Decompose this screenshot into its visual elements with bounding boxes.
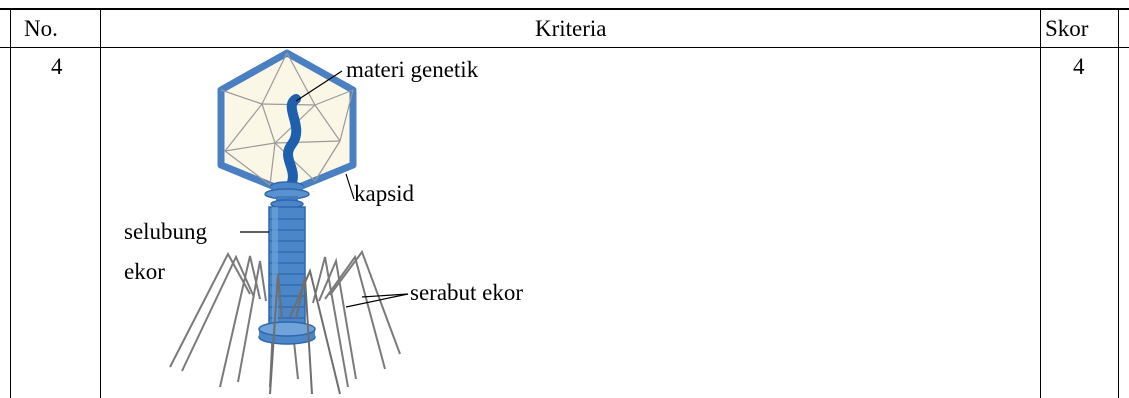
header-no: No. (24, 16, 58, 41)
label-capsid: kapsid (354, 181, 415, 206)
tail-sheath (268, 206, 306, 330)
column-divider-score (1040, 8, 1041, 398)
leader-lines (240, 70, 409, 308)
row-no-value: 4 (51, 54, 63, 79)
capsid (217, 49, 357, 196)
base-plate (258, 321, 316, 345)
column-divider-no (100, 8, 101, 398)
label-tail-fibers: serabut ekor (410, 280, 523, 305)
table-top-border (0, 8, 1129, 10)
tail-fibers-front (269, 267, 341, 395)
label-tail-sheath-line1: selubung (124, 219, 208, 244)
header-score: Skor (1045, 16, 1089, 41)
table-left-border (10, 8, 11, 398)
label-tail-sheath-line2: ekor (124, 259, 165, 284)
header-criteria: Kriteria (535, 16, 607, 41)
table-right-border (1118, 8, 1119, 398)
header-bottom-border (0, 47, 1129, 48)
neck-collar (264, 181, 310, 209)
row-score-value: 4 (1073, 54, 1085, 79)
bacteriophage-diagram: materi genetik kapsid selubung ekor sera… (124, 49, 523, 395)
label-genetic-material: materi genetik (346, 57, 479, 82)
